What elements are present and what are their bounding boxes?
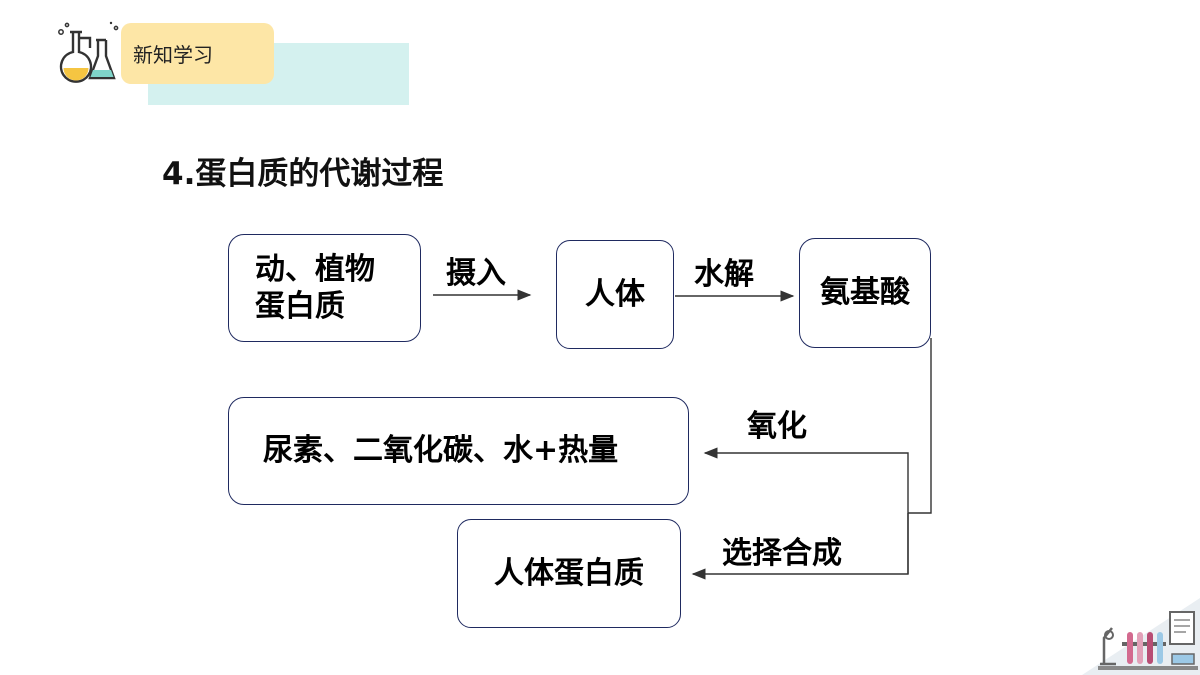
page-title: 4.蛋白质的代谢过程 [162, 156, 444, 192]
edge-label-synthesis: 选择合成 [722, 536, 842, 571]
node-human-protein-label: 人体蛋白质 [494, 555, 644, 591]
edge-label-hydrolysis: 水解 [694, 257, 754, 292]
lab-equipment-icon [1082, 598, 1200, 675]
node-amino-acids: 氨基酸 [799, 238, 931, 348]
connector-amino-vertical [908, 338, 932, 514]
node-human-body-label: 人体 [585, 276, 645, 312]
node-plant-animal-protein: 动、植物 蛋白质 [228, 234, 421, 342]
node-amino-acids-label: 氨基酸 [820, 275, 910, 311]
node-plant-animal-protein-label: 动、植物 蛋白质 [255, 251, 375, 325]
section-tag-label: 新知学习 [133, 43, 213, 67]
node-human-protein: 人体蛋白质 [457, 519, 681, 628]
lab-flask-icon [58, 21, 119, 83]
node-human-body: 人体 [556, 240, 674, 349]
arrow-synthesis [691, 513, 909, 580]
edge-label-oxidation: 氧化 [747, 409, 807, 444]
node-metabolic-products: 尿素、二氧化碳、水+热量 [228, 397, 689, 505]
node-metabolic-products-label: 尿素、二氧化碳、水+热量 [263, 433, 619, 469]
section-tag: 新知学习 [121, 23, 274, 84]
edge-label-ingest: 摄入 [446, 256, 506, 291]
